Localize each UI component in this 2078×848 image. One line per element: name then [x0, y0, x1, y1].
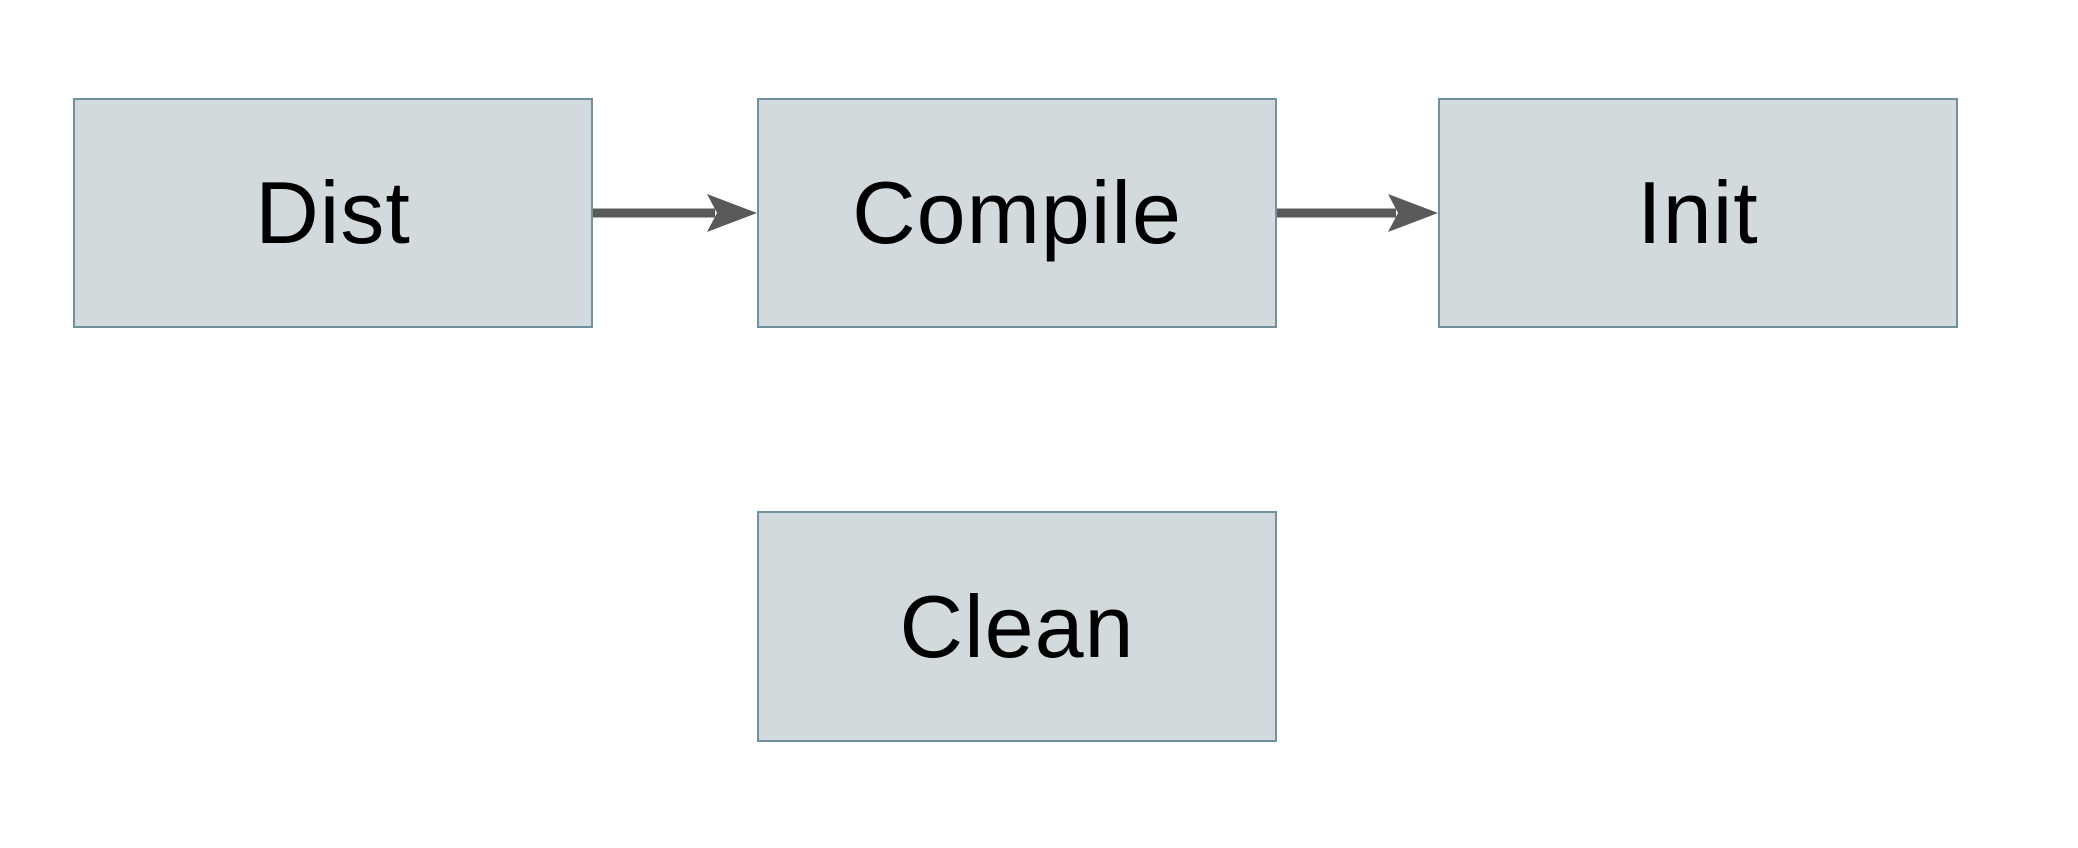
- node-clean[interactable]: Clean: [757, 511, 1277, 742]
- node-init-label: Init: [1637, 163, 1759, 262]
- arrow-dist-to-compile-icon[interactable]: [593, 189, 757, 237]
- node-compile-label: Compile: [852, 163, 1182, 262]
- node-clean-label: Clean: [899, 576, 1135, 676]
- node-dist[interactable]: Dist: [73, 98, 593, 328]
- node-init[interactable]: Init: [1438, 98, 1958, 328]
- node-dist-label: Dist: [255, 163, 411, 262]
- node-compile[interactable]: Compile: [757, 98, 1277, 328]
- arrow-compile-to-init-icon[interactable]: [1277, 189, 1438, 237]
